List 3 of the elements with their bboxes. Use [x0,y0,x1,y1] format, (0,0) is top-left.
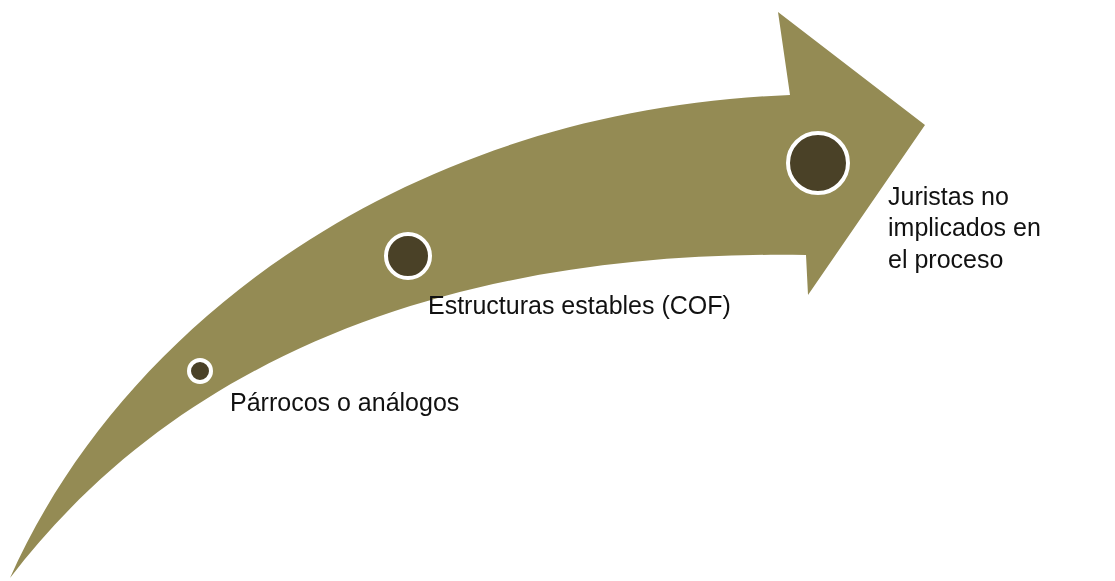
stage-label: Párrocos o análogos [230,387,461,418]
stage-label: Estructuras estables (COF) [428,290,732,321]
stage-label: Juristas no implicados en el proceso [888,181,1042,275]
